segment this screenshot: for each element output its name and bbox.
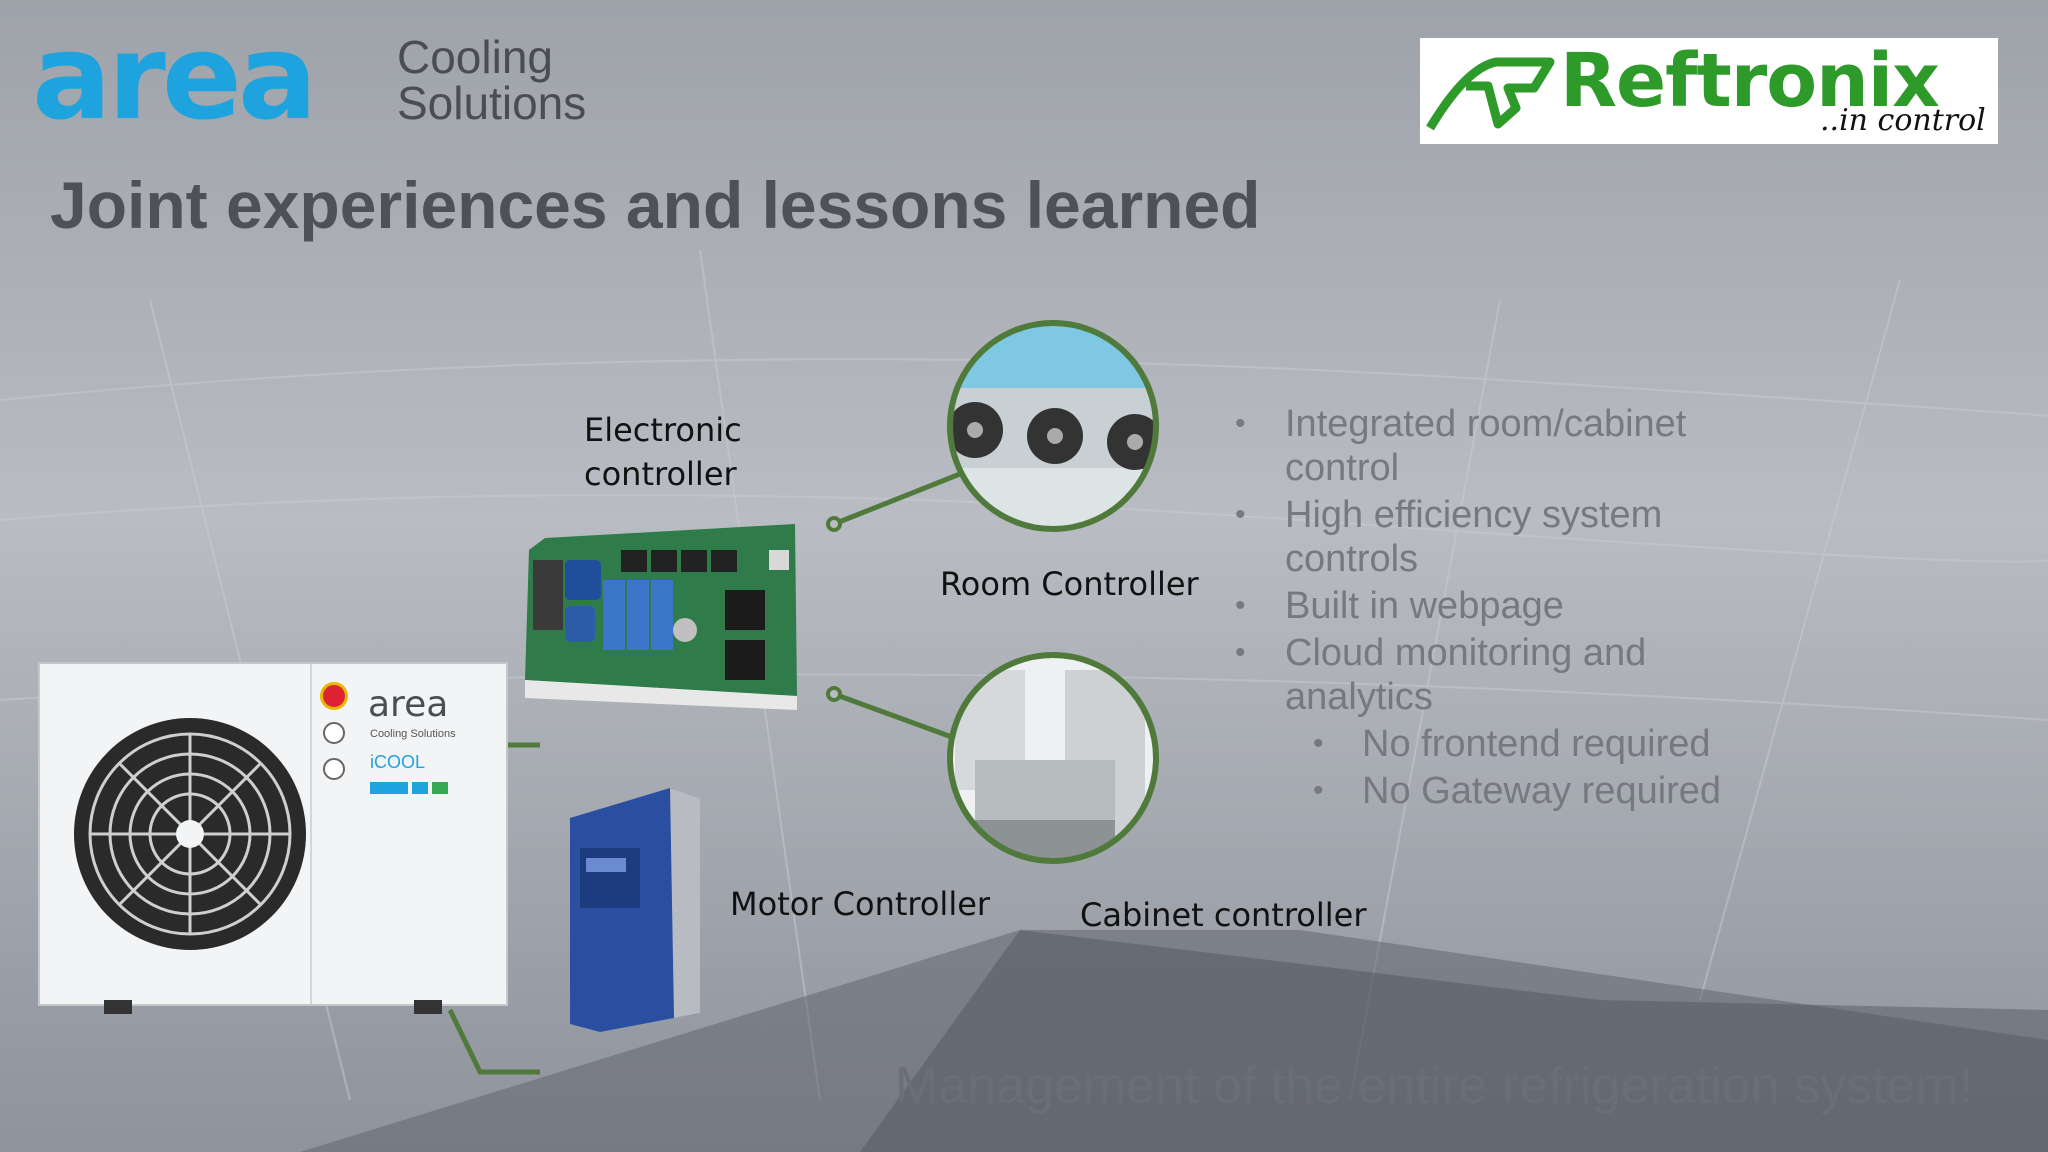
cabinet-image	[947, 652, 1159, 864]
unit-product: iCOOL	[370, 752, 426, 772]
reftronix-wordmark: Reftronix	[1560, 38, 1940, 124]
fan-icon	[74, 718, 306, 950]
gauge-icon	[323, 758, 345, 780]
drive-image	[570, 788, 700, 1032]
bullet-item: Integrated room/cabinet control	[1235, 402, 1795, 490]
slide-tagline: Management of the entire refrigeration s…	[895, 1057, 1974, 1115]
circuit-board-image	[525, 524, 797, 710]
bullet-item: Built in webpage	[1235, 584, 1795, 628]
area-logo: area	[32, 8, 317, 146]
area-logo-subtitle: Cooling Solutions	[397, 34, 586, 126]
cabinet-controller-label: Cabinet controller	[1080, 896, 1367, 934]
condensing-unit-image: area Cooling Solutions iCOOL	[38, 662, 508, 1006]
badge-icon	[412, 782, 428, 794]
electronic-controller-label-line2: controller	[584, 455, 737, 493]
badge-icon	[370, 782, 408, 794]
power-switch-icon	[320, 682, 348, 710]
area-subtitle-line2: Solutions	[397, 77, 587, 129]
sub-bullet-item: No frontend required	[1235, 722, 1795, 766]
unit-foot	[104, 1000, 132, 1014]
badge-icon	[432, 782, 448, 794]
electronic-controller-label-line1: Electronic	[584, 411, 742, 449]
gauge-icon	[323, 722, 345, 744]
slide-title: Joint experiences and lessons learned	[50, 168, 1261, 242]
feature-bullet-list: Integrated room/cabinet control High eff…	[1235, 402, 1795, 816]
sub-bullet-item: No Gateway required	[1235, 769, 1795, 813]
unit-brand: area	[368, 684, 449, 725]
area-subtitle-line1: Cooling	[397, 31, 553, 83]
electronic-controller-label: Electronic controller	[584, 408, 742, 496]
evaporator-image	[947, 320, 1159, 532]
bullet-item: Cloud monitoring and analytics	[1235, 631, 1795, 719]
reftronix-mark-icon	[1426, 57, 1555, 131]
reftronix-tagline: ..in control	[1820, 103, 1986, 138]
motor-controller-label: Motor Controller	[730, 885, 991, 923]
unit-brand-sub: Cooling Solutions	[370, 728, 456, 740]
reftronix-logo: Reftronix ..in control	[1420, 38, 1998, 144]
unit-panel-divider	[310, 664, 312, 1004]
room-controller-label: Room Controller	[940, 565, 1199, 603]
unit-foot	[414, 1000, 442, 1014]
bullet-item: High efficiency system controls	[1235, 493, 1795, 581]
